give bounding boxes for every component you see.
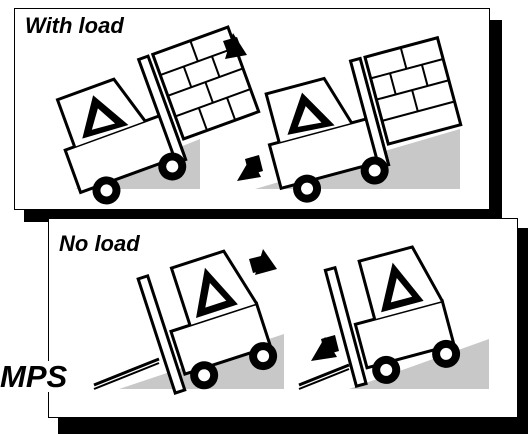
no-load-panel: No load xyxy=(48,218,518,418)
caption-text: MPS xyxy=(0,361,71,392)
with-load-illustration xyxy=(15,9,490,210)
no-load-illustration xyxy=(49,219,518,418)
with-load-panel: With load xyxy=(14,8,490,210)
